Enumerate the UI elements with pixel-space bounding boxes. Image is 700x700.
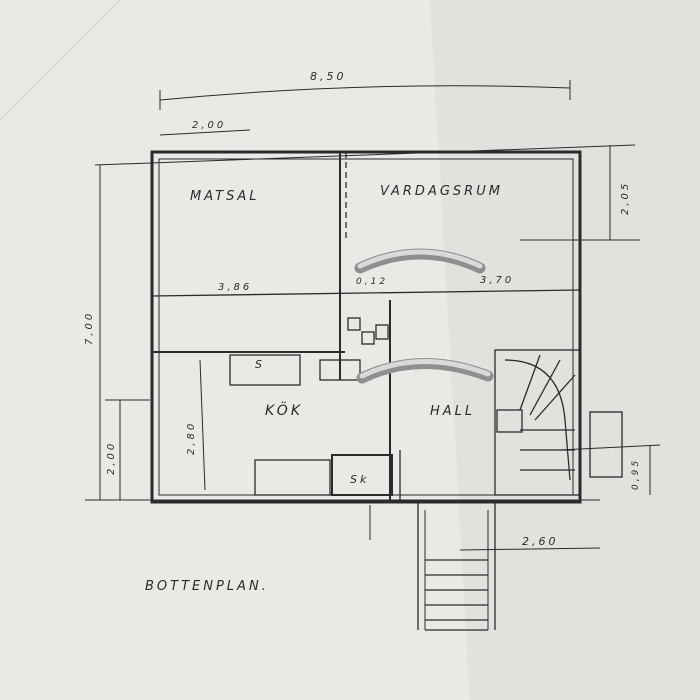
plan-title: BOTTENPLAN. [145,579,269,594]
dim-stair-offset [459,547,601,551]
dim-top-edge [94,144,636,166]
dim-total-width [159,85,571,101]
dim-label-left-lower: 2,00 [106,441,117,475]
room-label-hall: HALL [430,404,475,419]
walls [150,150,623,631]
room-label-sk: Sk [350,473,369,486]
staircase-box [494,349,581,496]
dim-label-top-left: 2,00 [192,120,226,131]
dim-label-right-width: 3,70 [480,275,514,286]
dimension-line-mid [151,289,581,297]
dim-kok-height [199,359,206,491]
paper-crease [0,0,121,121]
fixture-a [347,317,361,331]
fixture-c [375,324,389,340]
kitchen-counter [229,354,301,386]
dim-label-right-height: 2,05 [620,181,631,215]
closet-sk [331,454,393,496]
step-3 [534,374,576,421]
dim-label-kok-height: 2,80 [186,421,197,455]
dim-label-stair-offset: 2,60 [522,535,559,548]
dim-right-lower-tick [559,444,661,451]
kitchen-stove [319,359,361,381]
step-2 [529,359,561,416]
dim-label-middle-wall: 0,12 [356,277,388,287]
dim-label-total-width: 8,50 [310,70,347,83]
dim-top-left [159,129,251,136]
dim-label-matsal-width: 3,86 [218,282,252,293]
dim-label-right-lower: 0,95 [631,458,641,490]
room-label-matsal: MATSAL [190,189,260,204]
binder-ring-bottom [356,358,494,384]
side-bump [589,411,623,478]
room-label-kok: KÖK [265,401,303,419]
room-label-vardagsrum: VARDAGSRUM [380,184,503,199]
kitchen-bench [254,459,331,496]
room-label-s: S [255,358,265,371]
dim-label-total-height: 7,00 [84,311,95,345]
stair-landing [496,409,523,433]
fixture-b [361,331,375,345]
outer-wall [150,150,582,504]
dimension-lines [85,80,661,551]
binder-ring-top [354,248,486,274]
step-1 [519,354,541,411]
